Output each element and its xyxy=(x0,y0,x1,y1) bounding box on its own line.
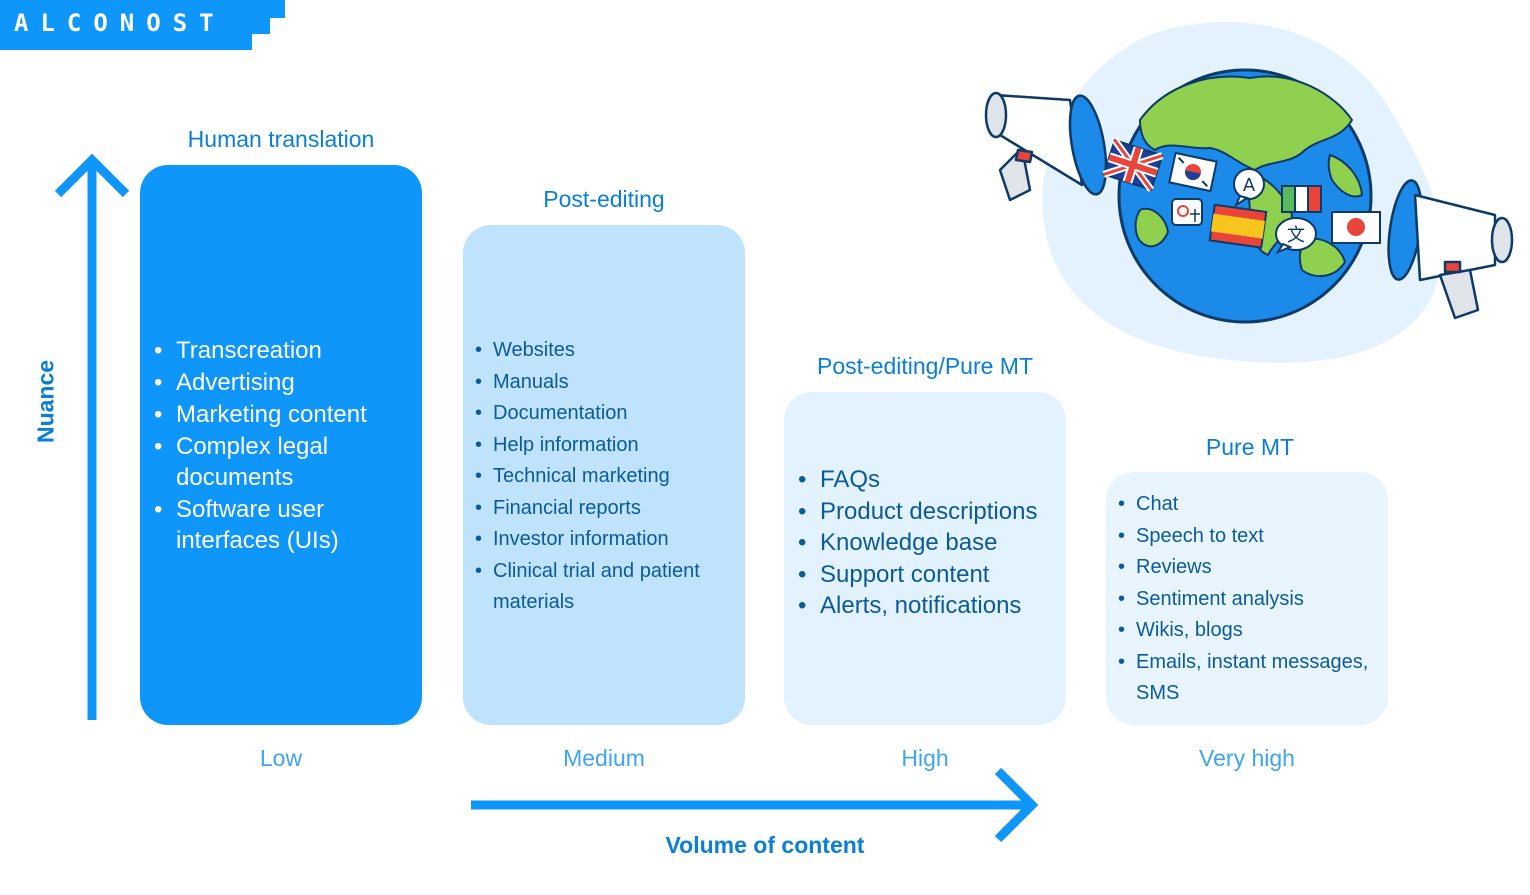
list-item: Investor information xyxy=(475,524,743,556)
list-item: Manuals xyxy=(475,367,743,399)
list-item: Knowledge base xyxy=(798,527,1060,559)
item-list: FAQs Product descriptions Knowledge base… xyxy=(798,464,1060,622)
list-item: Websites xyxy=(475,335,743,367)
megaphone-icon xyxy=(1387,179,1514,320)
list-item: Reviews xyxy=(1118,552,1381,584)
flag-italy-icon xyxy=(1281,185,1322,213)
brand-logo: ALCONOST xyxy=(0,0,285,50)
list-item: FAQs xyxy=(798,464,1060,496)
megaphone-icon xyxy=(984,91,1108,202)
level-label-high: High xyxy=(901,745,949,771)
list-item: Support content xyxy=(798,559,1060,591)
list-item: Sentiment analysis xyxy=(1118,584,1381,616)
flag-japan-icon xyxy=(1331,211,1381,244)
column-box-pure-mt: Chat Speech to text Reviews Sentiment an… xyxy=(1106,472,1388,725)
list-item: Product descriptions xyxy=(798,496,1060,528)
list-item: Documentation xyxy=(475,398,743,430)
flag-korea-icon xyxy=(1168,151,1218,193)
column-box-human-translation: Transcreation Advertising Marketing cont… xyxy=(140,165,422,725)
list-item: Wikis, blogs xyxy=(1118,615,1381,647)
speech-bubble-icon: A xyxy=(1233,168,1265,208)
list-item: Software user interfaces (UIs) xyxy=(154,494,416,556)
google-translate-icon xyxy=(1171,198,1203,226)
level-label-very-high: Very high xyxy=(1199,745,1295,771)
list-item: Marketing content xyxy=(154,399,416,430)
list-item: Chat xyxy=(1118,489,1381,521)
list-item: Alerts, notifications xyxy=(798,590,1060,622)
flag-uk-icon xyxy=(1102,138,1164,192)
logo-background xyxy=(0,0,285,50)
list-item: Financial reports xyxy=(475,493,743,525)
level-label-low: Low xyxy=(259,745,303,771)
list-item: Clinical trial and patient materials xyxy=(475,556,743,619)
level-label-medium: Medium xyxy=(563,745,645,771)
column-title-pure-mt: Pure MT xyxy=(1205,434,1295,460)
item-list: Chat Speech to text Reviews Sentiment an… xyxy=(1118,489,1381,710)
flag-spain-icon xyxy=(1208,203,1268,249)
item-list: Websites Manuals Documentation Help info… xyxy=(475,335,743,619)
column-title-human-translation: Human translation xyxy=(187,126,375,152)
column-box-post-editing: Websites Manuals Documentation Help info… xyxy=(463,225,745,725)
x-axis-arrow xyxy=(471,767,1039,843)
list-item: Help information xyxy=(475,430,743,462)
item-list: Transcreation Advertising Marketing cont… xyxy=(154,335,416,557)
list-item: Technical marketing xyxy=(475,461,743,493)
x-axis-label: Volume of content xyxy=(665,832,865,858)
list-item: Advertising xyxy=(154,367,416,398)
list-item: Transcreation xyxy=(154,335,416,366)
y-axis-arrow xyxy=(54,153,130,720)
column-title-post-editing-pure-mt: Post-editing/Pure MT xyxy=(816,353,1034,379)
list-item: Speech to text xyxy=(1118,521,1381,553)
list-item: Emails, instant messages, SMS xyxy=(1118,647,1381,710)
column-box-post-editing-pure-mt: FAQs Product descriptions Knowledge base… xyxy=(784,392,1066,725)
column-title-post-editing: Post-editing xyxy=(543,186,665,212)
logo-text: ALCONOST xyxy=(14,9,226,37)
list-item: Complex legal documents xyxy=(154,431,416,493)
speech-bubble-icon: 文 xyxy=(1275,217,1317,255)
bubble-letter-a: A xyxy=(1243,175,1256,196)
bubble-letter-wen: 文 xyxy=(1287,225,1305,246)
